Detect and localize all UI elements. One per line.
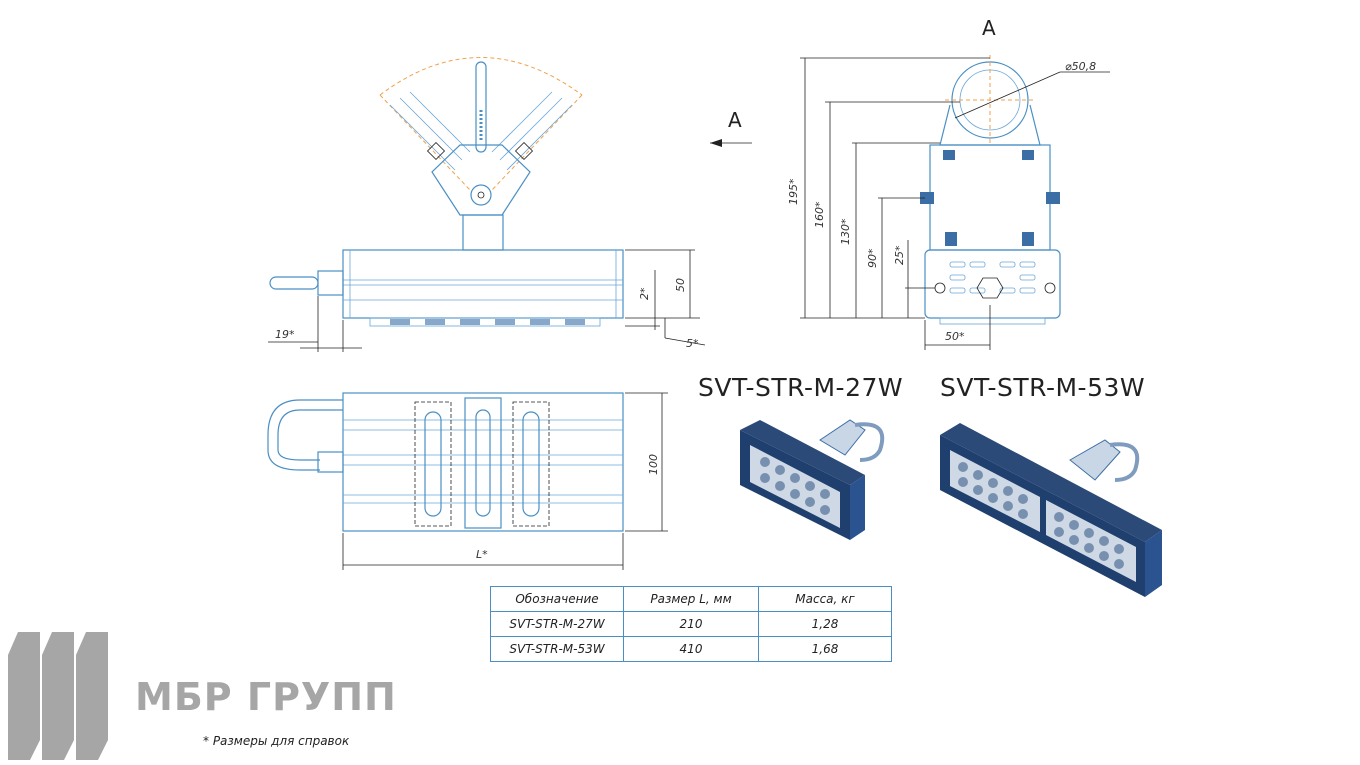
table-cell: 1,68 bbox=[758, 636, 892, 662]
bracket-right bbox=[491, 91, 573, 171]
lamp-body-side bbox=[924, 249, 1061, 319]
dim-50-height: 50 bbox=[674, 278, 687, 292]
bracket-left bbox=[389, 91, 471, 171]
lamp-body-front bbox=[342, 249, 624, 319]
table-header: Размер L, мм bbox=[623, 586, 759, 612]
cable-gland-top bbox=[317, 451, 344, 473]
table-header: Масса, кг bbox=[758, 586, 892, 612]
render-53w bbox=[940, 423, 1162, 597]
dim-5: 5* bbox=[686, 337, 699, 350]
table-cell: 210 bbox=[623, 611, 759, 637]
dim-L: L* bbox=[476, 548, 488, 561]
table-cell: 410 bbox=[623, 636, 759, 662]
mount-brackets bbox=[414, 397, 550, 529]
table-header-row: Обозначение Размер L, мм Масса, кг bbox=[490, 586, 892, 612]
dim-diameter: ⌀50,8 bbox=[1065, 60, 1096, 73]
view-a-label: A bbox=[982, 16, 996, 40]
product-title-27w: SVT-STR-M-27W bbox=[698, 373, 904, 402]
table-header: Обозначение bbox=[490, 586, 624, 612]
stem bbox=[462, 214, 504, 251]
footnote: * Размеры для справок bbox=[203, 734, 350, 748]
table-row: SVT-STR-M-53W 410 1,68 bbox=[490, 636, 892, 662]
spec-table: Обозначение Размер L, мм Масса, кг SVT-S… bbox=[490, 586, 892, 662]
company-logo-text: МБР ГРУПП bbox=[135, 675, 397, 719]
dim-160: 160* bbox=[813, 201, 826, 228]
dim-100: 100 bbox=[647, 454, 660, 475]
table-cell: SVT-STR-M-27W bbox=[490, 611, 624, 637]
mount-rod bbox=[475, 61, 487, 153]
view-arrow-label: A bbox=[728, 108, 742, 132]
cable bbox=[269, 276, 319, 290]
dim-90: 90* bbox=[866, 248, 879, 268]
table-cell: SVT-STR-M-53W bbox=[490, 636, 624, 662]
table-cell: 1,28 bbox=[758, 611, 892, 637]
dim-130: 130* bbox=[839, 218, 852, 245]
side-view bbox=[710, 55, 1110, 350]
dim-25: 25* bbox=[893, 245, 906, 265]
product-title-53w: SVT-STR-M-53W bbox=[940, 373, 1146, 402]
table-row: SVT-STR-M-27W 210 1,28 bbox=[490, 611, 892, 637]
top-view bbox=[267, 392, 668, 570]
render-27w bbox=[740, 419, 885, 540]
lens-row bbox=[369, 317, 601, 327]
tilt-arc bbox=[379, 57, 583, 96]
front-view bbox=[268, 57, 706, 352]
dim-19: 19* bbox=[275, 328, 295, 341]
company-logo-mark bbox=[8, 632, 108, 760]
cable-loop bbox=[267, 399, 343, 471]
cable-gland bbox=[317, 270, 344, 296]
lamp-body-top bbox=[342, 392, 624, 532]
dim-2: 2* bbox=[638, 287, 651, 300]
vent-slots bbox=[949, 261, 1036, 294]
dim-195: 195* bbox=[787, 178, 800, 205]
dim-50-width: 50* bbox=[945, 330, 965, 343]
